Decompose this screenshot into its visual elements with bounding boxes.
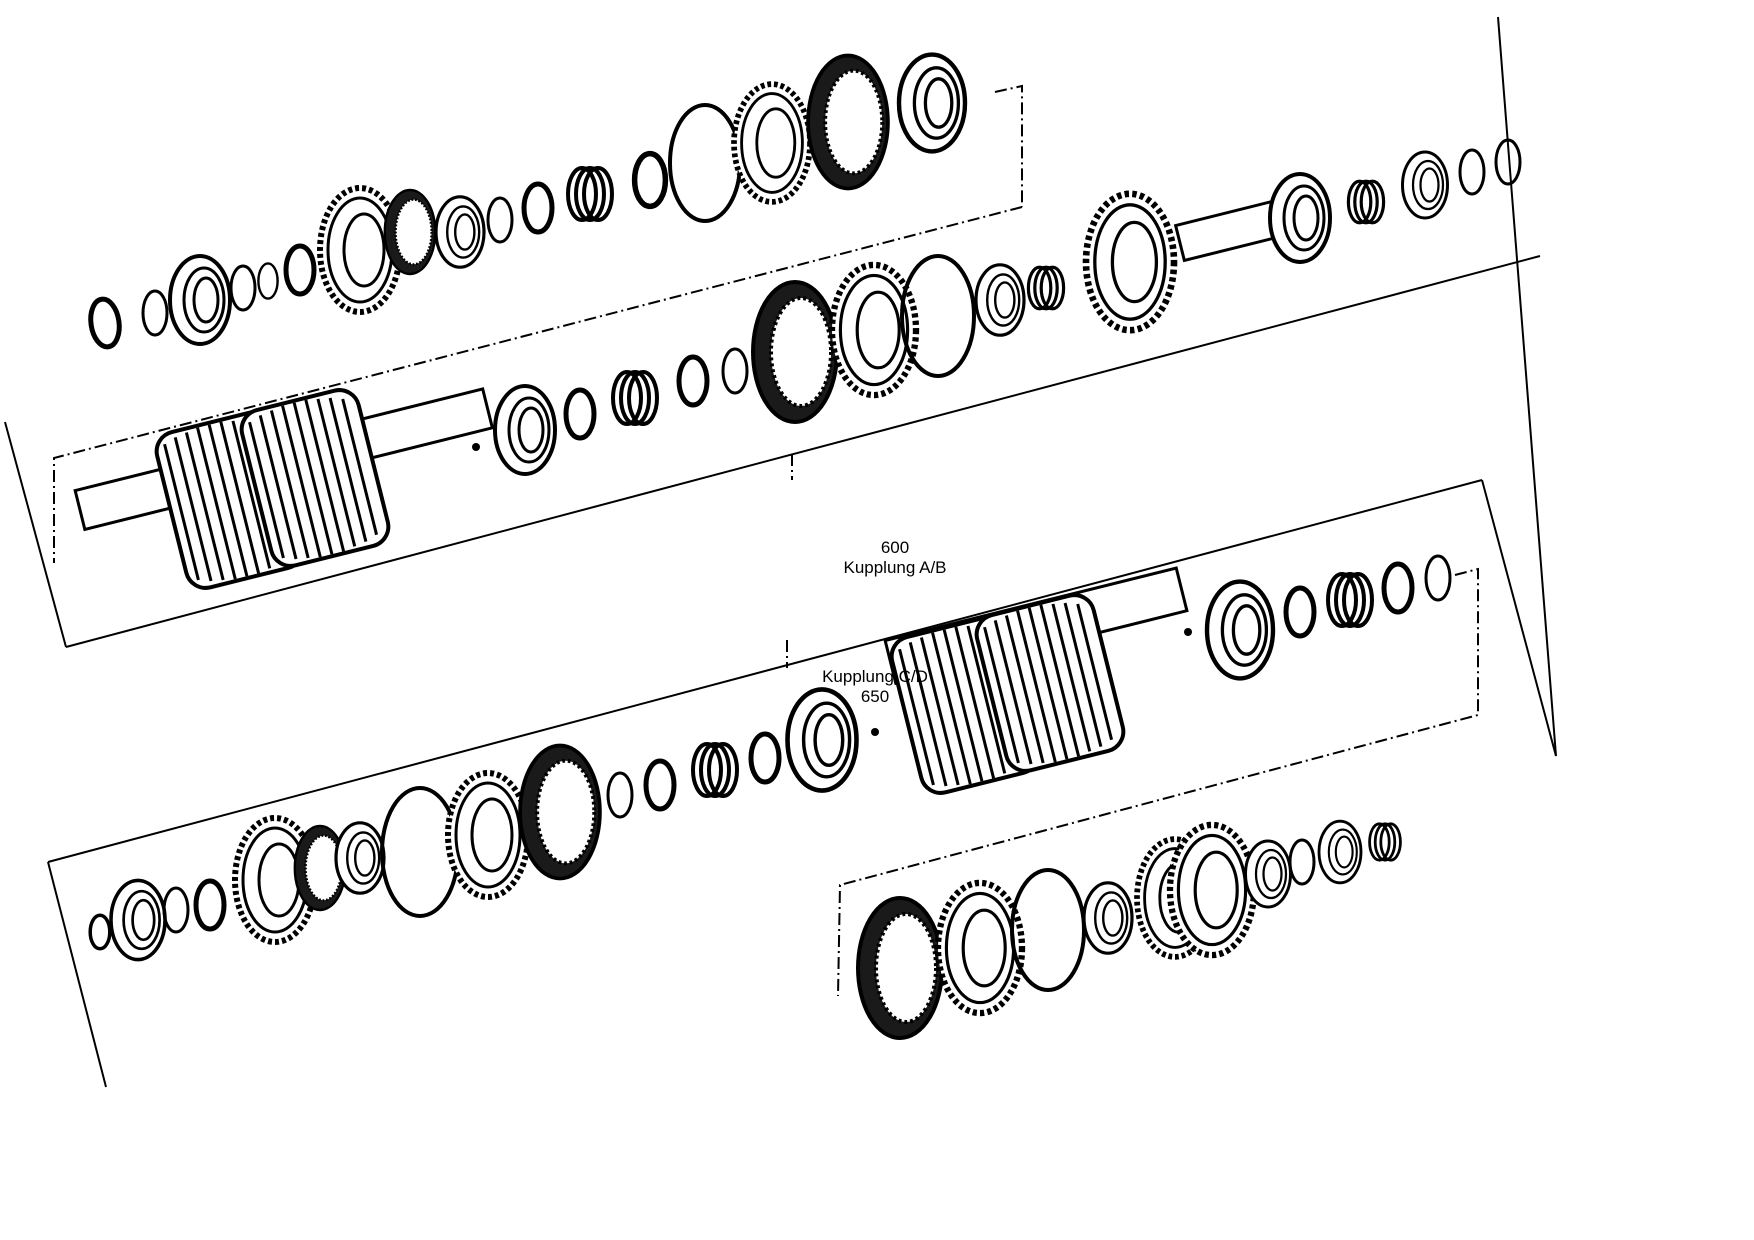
callout-clutch-cd: Kupplung C/D 650 [785,667,965,707]
row-1-components [88,55,965,349]
callout-clutch-ab: 600 Kupplung A/B [805,538,985,578]
callout-number: 600 [880,538,910,557]
group-boundary-lines [4,16,1557,1088]
callout-label: Kupplung C/D [822,667,928,686]
row-2-components [73,138,1522,595]
connector-lines [53,84,1479,997]
row-4-components [856,819,1402,1040]
callout-number: 650 [860,687,890,706]
callout-label: Kupplung A/B [843,558,947,577]
row-3-components [88,554,1452,962]
